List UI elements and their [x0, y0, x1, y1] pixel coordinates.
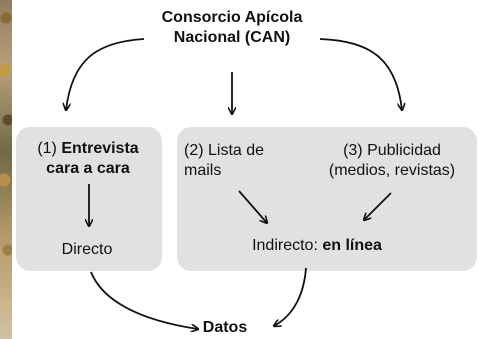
photo-strip-left-edge	[0, 0, 12, 339]
interview-bold-line-1: Entrevista	[61, 140, 139, 157]
consortium-title-line-2: Nacional (CAN)	[173, 29, 291, 46]
interview-label: (1) Entrevista cara a cara	[37, 139, 138, 179]
indirect-online-label: Indirecto: en línea	[252, 236, 382, 256]
arrow-indirect-to-datos	[274, 267, 307, 326]
arrow-title-to-interview	[66, 38, 145, 110]
arrow-publicity-to-indirect	[364, 192, 392, 220]
mailing-list-line-1: (2) Lista de	[184, 142, 265, 159]
consortium-title-line-1: Consorcio Apícola	[161, 9, 303, 26]
arrow-list-to-indirect	[238, 190, 267, 223]
indirect-prefix: Indirecto:	[252, 237, 323, 254]
mailing-list-label: (2) Lista de mails	[184, 141, 264, 181]
arrow-title-to-publicity	[319, 38, 402, 110]
advertising-label: (3) Publicidad (medios, revistas)	[329, 141, 455, 181]
datos-label: Datos	[202, 319, 248, 336]
arrow-direct-to-datos	[90, 271, 198, 329]
consortium-title: Consorcio Apícola Nacional (CAN)	[162, 8, 303, 48]
directo-label: Directo	[61, 241, 113, 258]
interview-label-line-1: (1) Entrevista	[37, 139, 138, 159]
interview-bold-line-2: cara a cara	[46, 160, 130, 177]
advertising-line-2: (medios, revistas)	[328, 162, 456, 179]
advertising-line-1: (3) Publicidad	[343, 142, 441, 159]
online-box	[177, 127, 477, 271]
indirect-online-bold: en línea	[322, 237, 382, 254]
interview-prefix: (1)	[37, 140, 62, 157]
mailing-list-line-2: mails	[184, 162, 222, 179]
